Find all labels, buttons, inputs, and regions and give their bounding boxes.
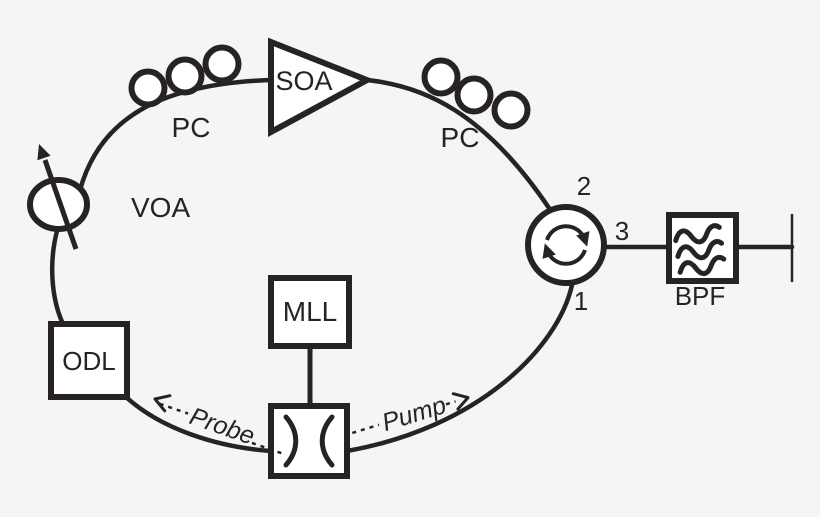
voa-arrow-shaft: [42, 159, 79, 250]
pc-right-label: PC: [441, 122, 480, 153]
circulator-icon: [525, 204, 607, 286]
bpf-wave-icon: [673, 223, 727, 277]
bpf-label: BPF: [675, 281, 726, 311]
circulator-body: [525, 204, 607, 286]
circulator-cw-arrow-top-icon: [545, 224, 590, 247]
soa-label: SOA: [275, 66, 332, 96]
odl-label: ODL: [62, 346, 115, 376]
fiber-segment-circulator-to-coupler: [344, 282, 575, 454]
mll-box: [268, 275, 352, 349]
probe-arrow-dashes: [251, 441, 285, 456]
voa-attenuator-icon: [27, 144, 90, 250]
pump-label: Pump: [379, 391, 450, 437]
pc-right-loop: [454, 75, 494, 115]
pump-arrowhead-icon: [451, 392, 470, 411]
probe-arrowhead-icon: [153, 394, 172, 413]
coupler-left-arc-icon: [283, 414, 299, 468]
bpf-wave-line: [677, 254, 727, 277]
pc-right-loops-icon: [421, 57, 531, 130]
bpf-wave-line: [673, 223, 722, 245]
bpf-filter-icon: [666, 212, 739, 284]
bpf-wave-line: [675, 239, 725, 261]
circulator-port-3-label: 3: [615, 216, 629, 246]
fiber-segment-voa-to-soa: [77, 77, 273, 193]
soa-amplifier-icon: [268, 37, 375, 138]
pc-left-loops-icon: [128, 44, 242, 108]
pc-left-loop: [128, 68, 168, 108]
mll-label: MLL: [283, 296, 337, 327]
pc-left-label: PC: [172, 112, 211, 143]
pump-arrow-dashes: [445, 400, 456, 406]
voa-label: VOA: [131, 192, 190, 223]
pc-right-loop: [421, 57, 461, 97]
circulator-port-2-label: 2: [577, 171, 591, 201]
voa-arrowhead-icon: [37, 144, 51, 161]
pc-left-loop: [165, 56, 205, 96]
pc-left-loop: [202, 44, 242, 84]
fiber-segment-odl-to-voa: [49, 228, 66, 327]
circulator-port-1-label: 1: [574, 286, 588, 316]
circulator-cw-arrow-bottom-icon: [542, 243, 587, 266]
coupler-box: [268, 403, 350, 479]
fiber-segment-soa-to-circulator: [364, 77, 552, 211]
pump-arrow-dashes: [351, 423, 380, 435]
coupler-right-arc-icon: [319, 414, 335, 468]
fiber-segment-coupler-to-odl: [123, 394, 274, 454]
pc-right-loop: [491, 90, 531, 130]
odl-box: [48, 321, 130, 400]
coupler-outline: [268, 403, 350, 479]
